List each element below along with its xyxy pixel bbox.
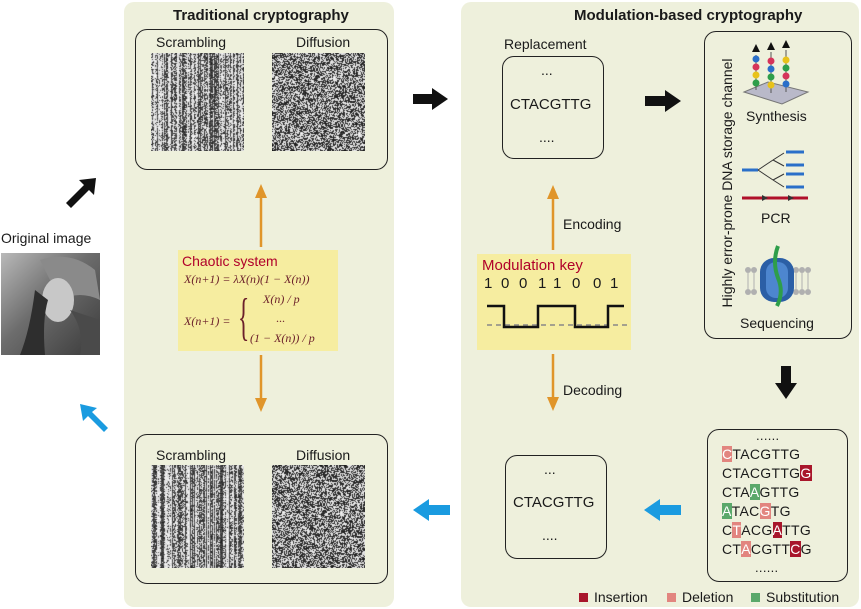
key-bit: 1 [553, 275, 562, 292]
modulation-key-box [477, 254, 631, 350]
key-bit: 0 [501, 275, 510, 292]
reads-dots-bottom: ...... [755, 560, 779, 575]
key-bit: 1 [538, 275, 547, 292]
replacement-sequence: CTACGTTG [510, 96, 592, 113]
black-arrow-traditional-to-replacement [413, 88, 448, 110]
reads-dots-top: ...... [756, 428, 780, 443]
replacement-label: Replacement [504, 36, 587, 52]
traditional-bottom-box [135, 434, 388, 584]
read-deletion-mark: A [741, 541, 751, 557]
replacement-dots-bottom: .... [539, 129, 555, 145]
original-image-label: Original image [1, 230, 92, 246]
top-diffusion-label: Diffusion [296, 34, 351, 50]
sequencing-label: Sequencing [740, 315, 814, 331]
bottom-scrambling-label: Scrambling [156, 447, 227, 463]
legend-insertion: Insertion [579, 589, 648, 605]
modulation-key-bits: 1 0 0 1 1 0 0 1 [484, 275, 634, 295]
read-line: CTACGTTGG [722, 465, 812, 481]
decoded-sequence: CTACGTTG [513, 494, 595, 511]
read-segment: CTA [722, 484, 750, 500]
bottom-diffusion-label: Diffusion [296, 447, 351, 463]
read-segment: G [800, 541, 812, 557]
read-substitution-mark: A [749, 484, 760, 500]
read-segment: CTACGTTG [722, 465, 801, 481]
read-segment: TG [770, 503, 791, 519]
key-bit: 0 [519, 275, 528, 292]
read-deletion-mark: G [759, 503, 771, 519]
key-bit: 1 [484, 275, 493, 292]
read-segment: TAC [731, 503, 760, 519]
read-segment: C [722, 522, 733, 538]
read-substitution-mark: A [722, 503, 732, 519]
read-segment: TTG [782, 522, 812, 538]
replacement-box [502, 56, 604, 159]
top-scrambling-image [151, 53, 244, 151]
read-segment: CGTT [750, 541, 791, 557]
chaotic-eq1: X(n+1) = λX(n)(1 − X(n)) [184, 272, 310, 286]
dna-channel-vertical-label: Highly error-prone DNA storage channel [719, 58, 735, 308]
read-line: CTACGTTG [722, 446, 800, 462]
modulation-key-title: Modulation key [482, 257, 583, 274]
blue-arrow-decoded-to-traditional [413, 499, 450, 521]
key-bit: 1 [610, 275, 619, 292]
pcr-label: PCR [761, 210, 791, 226]
traditional-title: Traditional cryptography [173, 7, 349, 24]
read-segment: CT [722, 541, 742, 557]
bottom-scrambling-image [151, 465, 244, 568]
read-line: CTAAGTTG [722, 484, 800, 500]
traditional-top-box [135, 29, 388, 170]
read-line: CTACGATTG [722, 522, 811, 538]
replacement-dots-top: ... [541, 62, 553, 78]
top-diffusion-image [272, 53, 365, 151]
read-insertion-mark: A [772, 522, 783, 538]
read-segment: ACG [741, 522, 773, 538]
read-segment: GTTG [759, 484, 800, 500]
read-insertion-mark: G [800, 465, 812, 481]
chaotic-system-box [178, 250, 338, 351]
dna-channel-box [704, 31, 852, 339]
chaotic-system-title: Chaotic system [182, 253, 278, 269]
chaotic-eq2-case1: X(n) / p [263, 292, 300, 306]
decoded-box [505, 455, 607, 559]
reads-box [707, 429, 848, 582]
encoding-label: Encoding [563, 216, 622, 232]
legend-deletion: Deletion [667, 589, 733, 605]
chaotic-eq2-case3: (1 − X(n)) / p [250, 331, 315, 345]
decoding-label: Decoding [563, 382, 623, 398]
black-arrow-original-to-traditional [66, 178, 96, 208]
read-segment: TACGTTG [732, 446, 801, 462]
chaotic-brace: { [238, 289, 250, 346]
top-scrambling-label: Scrambling [156, 34, 227, 50]
chaotic-eq2-lhs: X(n+1) = [184, 314, 231, 328]
read-insertion-mark: C [790, 541, 801, 557]
key-bit: 0 [572, 275, 581, 292]
read-line: ATACGTG [722, 503, 791, 519]
modulation-title: Modulation-based cryptography [574, 7, 803, 24]
bottom-diffusion-image [272, 465, 365, 568]
read-deletion-mark: T [732, 522, 742, 538]
read-line: CTACGTTCG [722, 541, 812, 557]
decoded-dots-bottom: .... [542, 527, 558, 543]
read-deletion-mark: C [722, 446, 733, 462]
legend-substitution: Substitution [751, 589, 839, 605]
chaotic-eq2-case2: ... [276, 311, 285, 325]
key-bit: 0 [593, 275, 602, 292]
synthesis-label: Synthesis [746, 108, 807, 124]
decoded-dots-top: ... [544, 461, 556, 477]
blue-arrow-traditional-to-original [80, 404, 108, 432]
